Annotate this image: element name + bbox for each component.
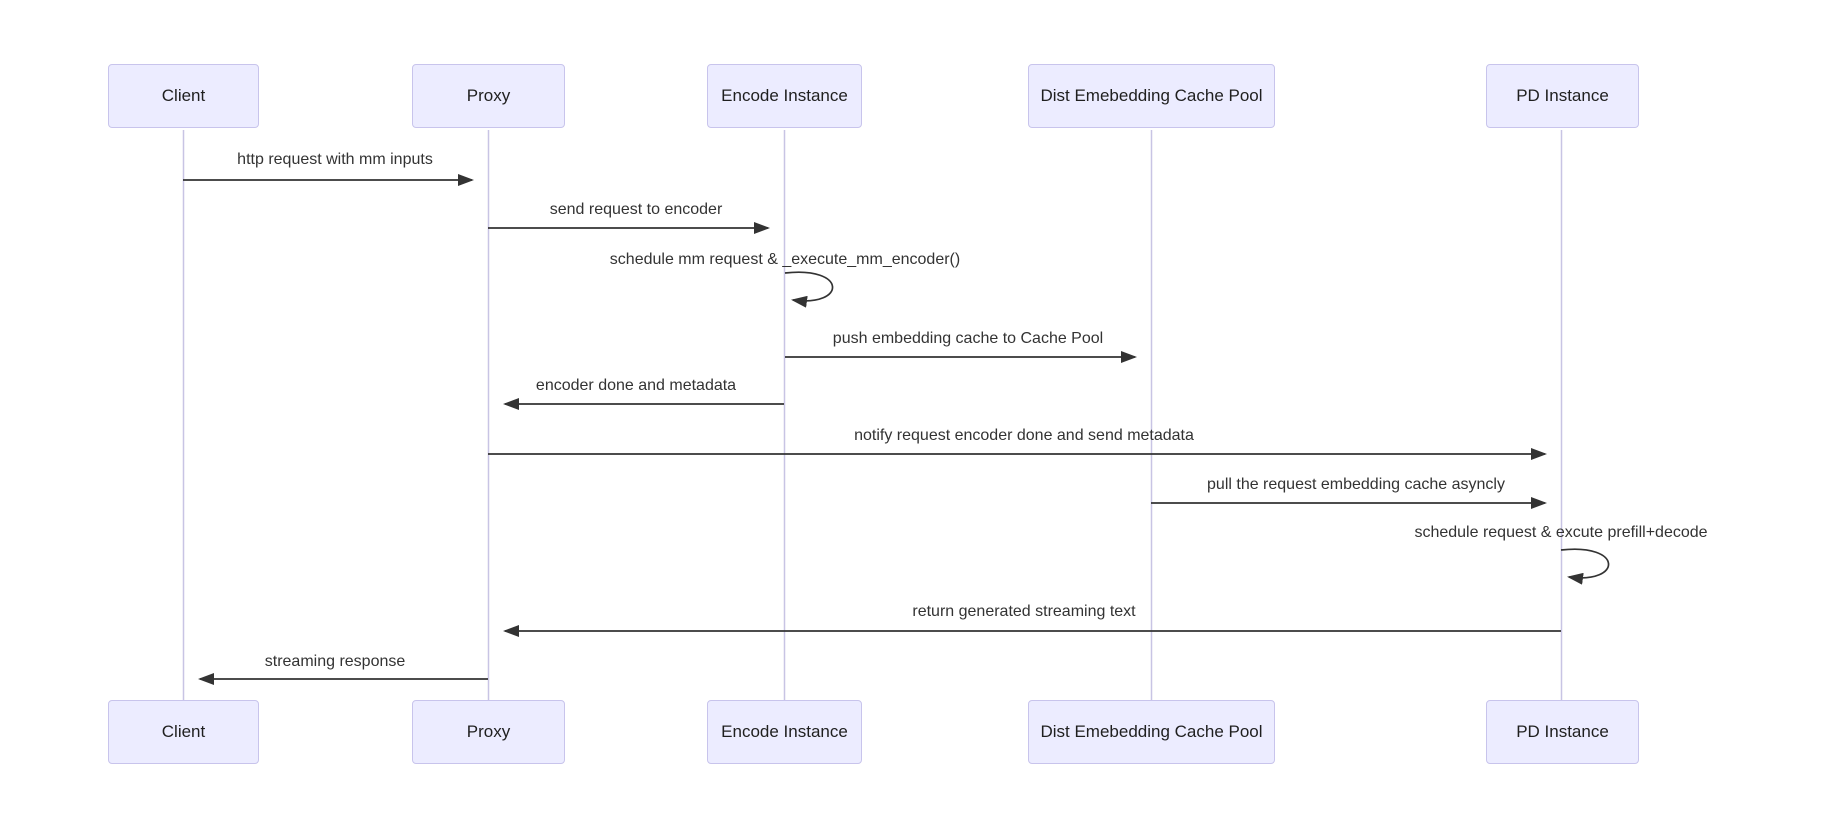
message-label-streaming-response: streaming response <box>264 653 406 670</box>
message-label-push-cache: push embedding cache to Cache Pool <box>832 330 1104 347</box>
message-label-notify-done: notify request encoder done and send met… <box>854 427 1194 444</box>
actor-top-cachepool: Dist Emebedding Cache Pool <box>1028 64 1275 128</box>
actor-label: Proxy <box>466 722 511 741</box>
actor-top-encode: Encode Instance <box>707 64 862 128</box>
actor-bottom-client: Client <box>108 700 259 764</box>
actor-top-proxy: Proxy <box>412 64 565 128</box>
self-loop-encode <box>784 271 834 308</box>
actor-label: Proxy <box>466 86 511 105</box>
actor-label: Client <box>161 86 206 105</box>
message-label-return-streaming: return generated streaming text <box>912 603 1136 620</box>
actor-label: Encode Instance <box>721 86 848 105</box>
actor-bottom-pd: PD Instance <box>1486 700 1639 764</box>
message-label-pull-cache: pull the request embedding cache asyncly <box>1207 476 1505 493</box>
actor-label: PD Instance <box>1516 86 1609 105</box>
self-loop-pd <box>1560 548 1610 585</box>
message-label-schedule-request: schedule request & excute prefill+decode <box>1414 524 1708 541</box>
actor-bottom-encode: Encode Instance <box>707 700 862 764</box>
actor-label: PD Instance <box>1516 722 1609 741</box>
actor-bottom-cachepool: Dist Emebedding Cache Pool <box>1028 700 1275 764</box>
actor-label: Encode Instance <box>721 722 848 741</box>
message-label-http-request: http request with mm inputs <box>237 151 433 168</box>
message-label-send-request: send request to encoder <box>549 201 723 218</box>
actor-label: Dist Emebedding Cache Pool <box>1040 722 1263 741</box>
actor-label: Dist Emebedding Cache Pool <box>1040 86 1263 105</box>
actor-label: Client <box>161 722 206 741</box>
actor-bottom-proxy: Proxy <box>412 700 565 764</box>
message-label-schedule-mm: schedule mm request & _execute_mm_encode… <box>609 251 961 268</box>
actor-top-pd: PD Instance <box>1486 64 1639 128</box>
message-label-encoder-done: encoder done and metadata <box>535 377 737 394</box>
actor-top-client: Client <box>108 64 259 128</box>
